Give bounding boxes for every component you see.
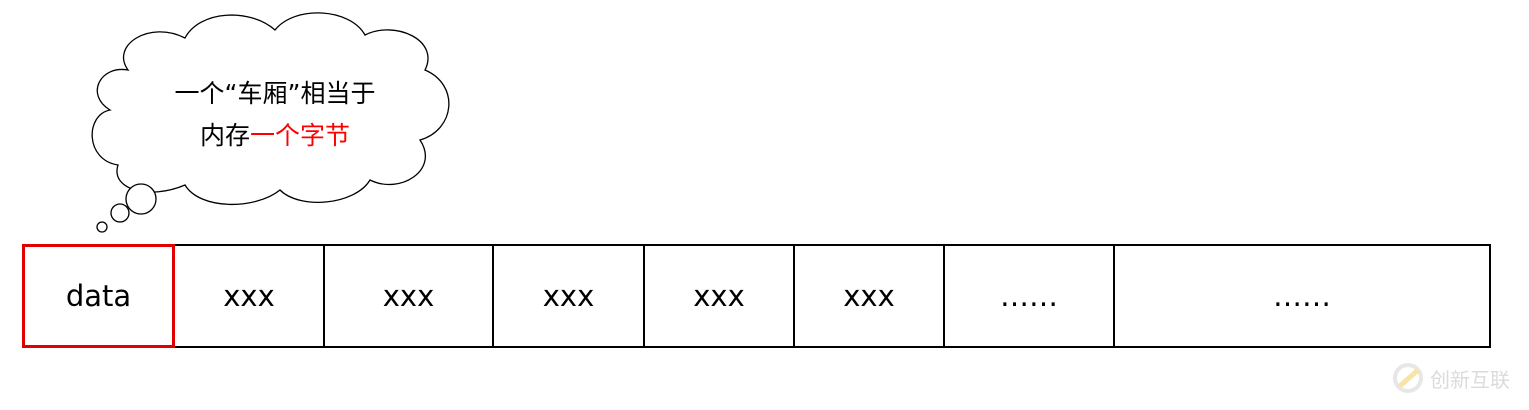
watermark-logo-icon [1393, 363, 1423, 393]
memory-cell-data: data [22, 244, 175, 348]
memory-cell-ellipsis: …… [1113, 244, 1491, 348]
cloud-shape [91, 12, 450, 206]
memory-cell-ellipsis: …… [943, 244, 1115, 348]
watermark: 创新互联 [1392, 362, 1510, 394]
memory-cell: xxx [323, 244, 494, 348]
memory-cell: xxx [643, 244, 795, 348]
callout-line-1: 一个“车厢”相当于 [174, 79, 376, 108]
memory-cell: xxx [492, 244, 645, 348]
callout-line-2: 内存一个字节 [120, 116, 430, 152]
callout-highlight: 一个字节 [250, 121, 351, 150]
memory-cell: xxx [793, 244, 945, 348]
thought-bubble-medium [110, 203, 130, 223]
thought-bubble-large [125, 183, 157, 215]
watermark-text: 创新互联 [1430, 367, 1510, 392]
memory-cell: xxx [173, 244, 325, 348]
callout-line-2-prefix: 内存 [199, 121, 250, 150]
thought-bubble-small [96, 221, 108, 233]
